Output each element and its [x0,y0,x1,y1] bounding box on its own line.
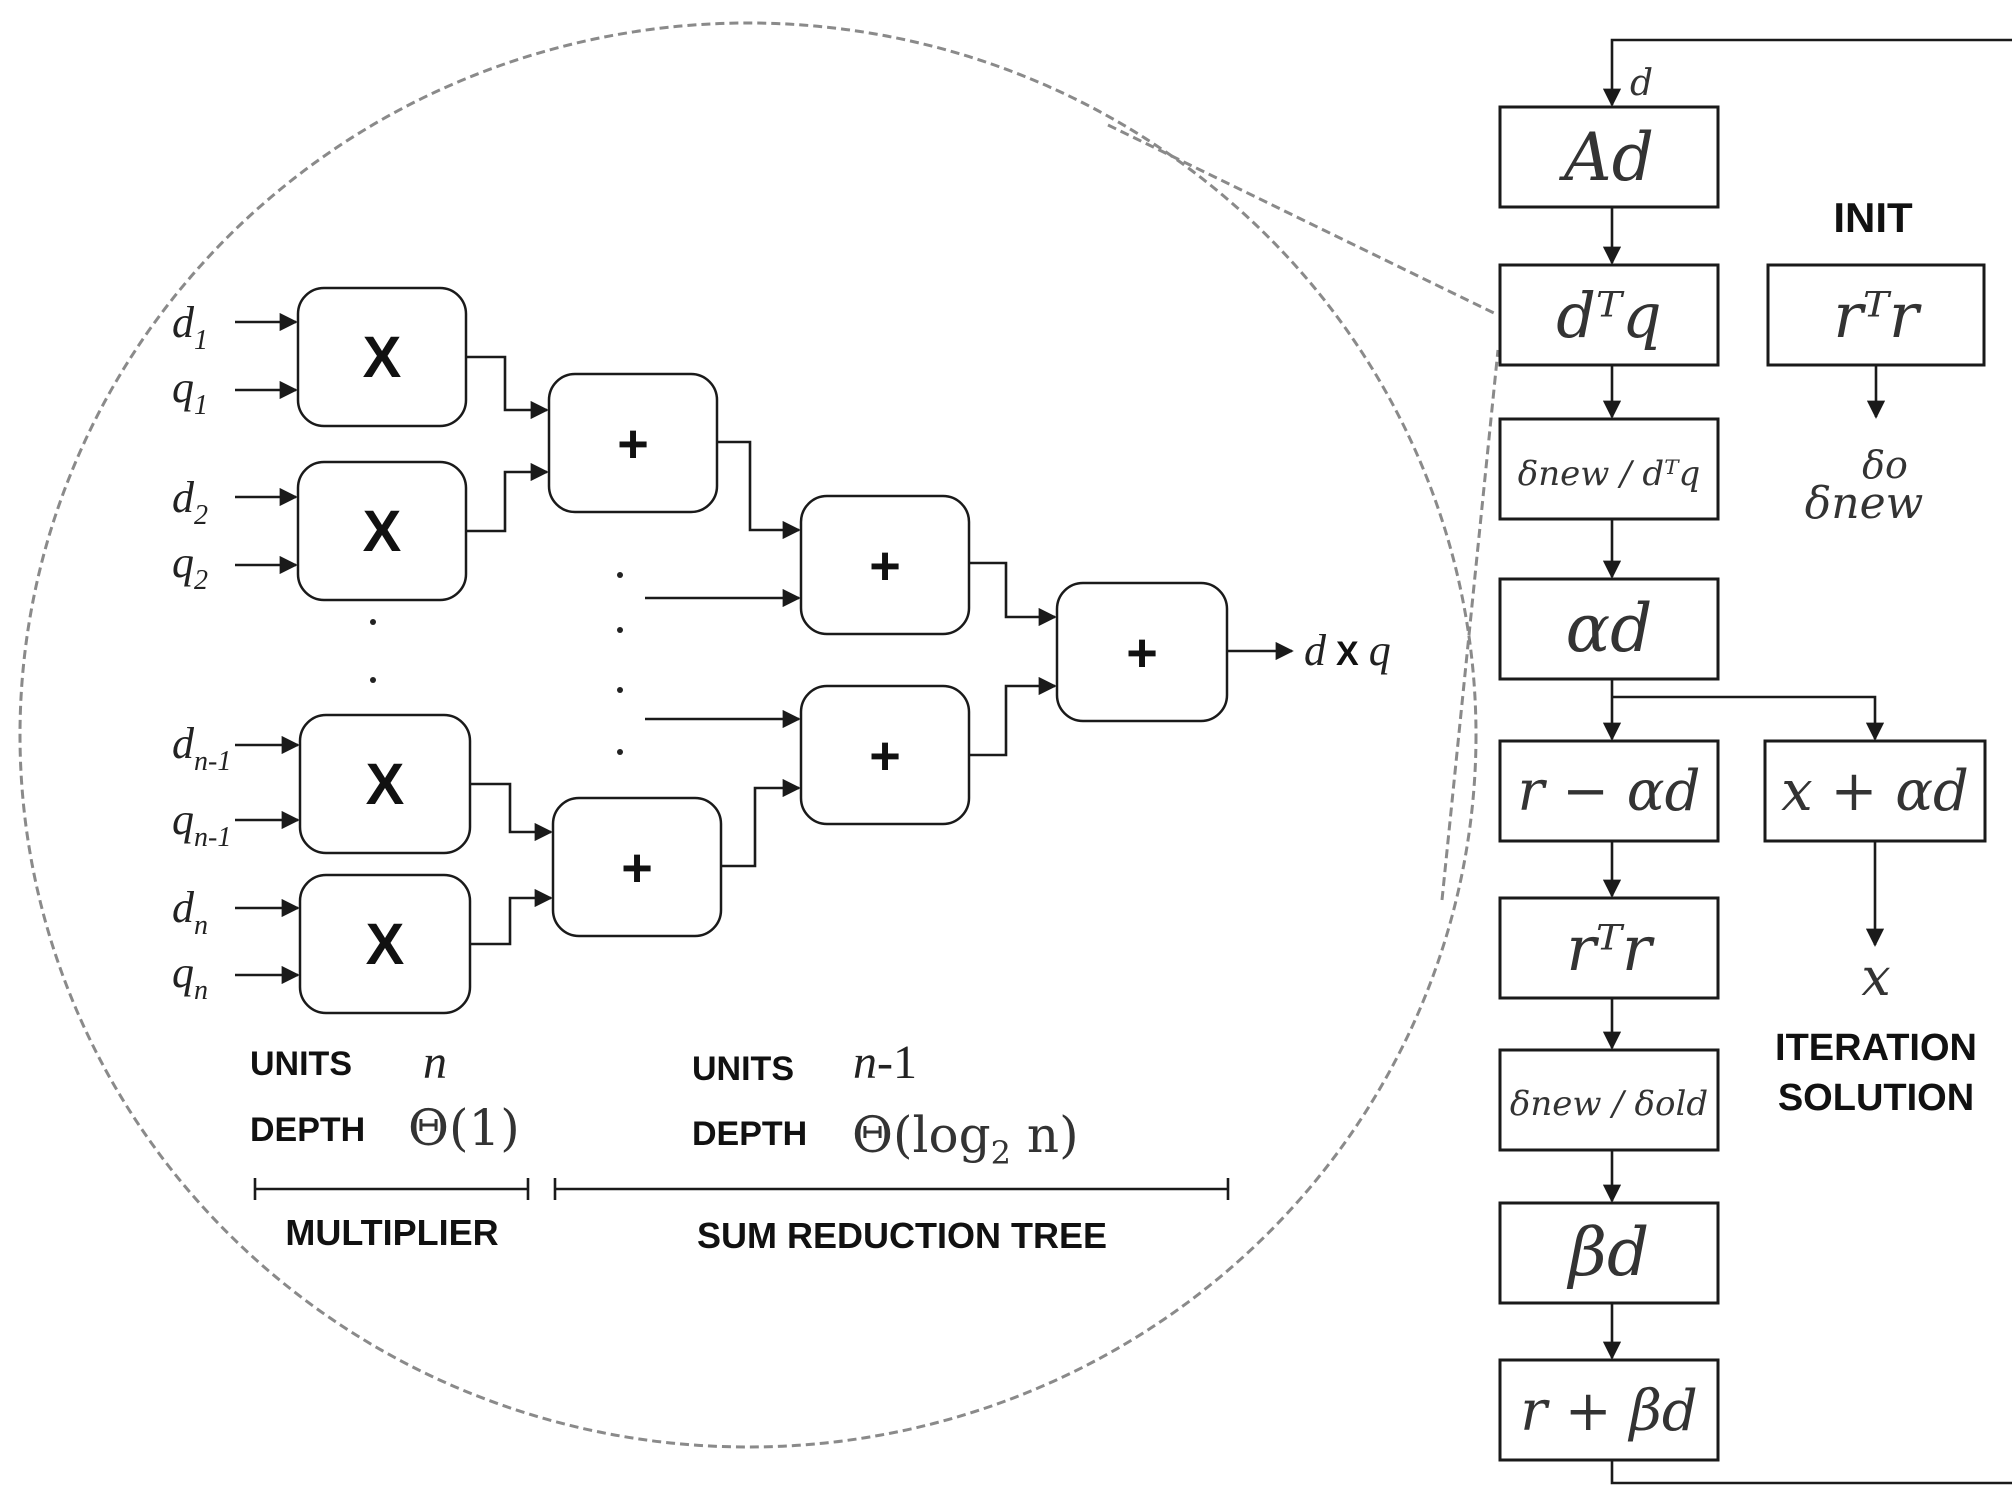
input-label-dn-1: dn-1 [172,719,231,777]
depth-label: DEPTH [250,1111,365,1149]
multiplier-symbol: X [366,752,405,817]
init-delta-new: δnew [1805,478,1924,529]
depth-value: Θ(1) [408,1099,520,1157]
depth-label: DEPTH [692,1115,807,1153]
multiplier-stats: UNITS n DEPTH Θ(1) [250,1036,520,1157]
step-beta-d: βd [1566,1214,1649,1291]
multiplier-units: X X X X [296,286,472,1015]
init-delta-o: δo [1862,443,1908,487]
input-label-d1: d1 [172,298,208,356]
step-rtr: rᵀr [1566,912,1655,985]
step-box-r-plus-beta-d [1498,1358,1720,1462]
zoom-connector-top [1107,123,1499,317]
zoom-circle [18,21,1478,1449]
solution-update-box [1763,739,1987,843]
feedback-loop-top [1602,38,2012,107]
sum-tree-caption: SUM REDUCTION TREE [697,1215,1107,1256]
input-label-qn-1: qn-1 [172,795,231,853]
step-x-plus-alpha-d: x + αd [1781,759,1969,824]
input-label-q2: q2 [172,538,208,596]
mult-to-adder-wires [466,355,553,946]
step-alpha-d: αd [1566,590,1653,667]
step-alpha-ratio: δnew / dᵀq [1518,454,1700,494]
step-beta-ratio: δnew / δold [1510,1084,1708,1124]
units-value: n [423,1036,447,1089]
init-title: INIT [1833,194,1913,241]
multiplier-symbol: X [363,325,402,390]
tree-ellipsis [617,572,623,755]
multiplier-symbol: X [366,912,405,977]
step-box-beta-ratio [1498,1048,1720,1152]
tree-wires [645,440,1294,868]
step-box-beta-d [1498,1201,1720,1305]
input-arrows [235,312,300,985]
adder-symbol: + [617,414,649,474]
main-flow-arrows [1602,207,1885,1360]
adder-symbol: + [1126,623,1158,683]
step-dtq: dᵀq [1556,279,1661,352]
solution-x: x [1861,948,1890,1008]
step-r-plus-beta-d: r + βd [1520,1379,1698,1444]
solution-caption-line2: SOLUTION [1778,1077,1974,1119]
tree-stats: UNITS n-1 DEPTH Θ(log2 n) [692,1036,1079,1172]
init-rtr: rᵀr [1833,279,1922,352]
step-r-minus-alpha-d: r − αd [1518,759,1701,824]
stage-brackets [253,1178,1230,1200]
step-box-r-minus-alpha-d [1498,739,1720,843]
units-label: UNITS [250,1045,352,1083]
input-label-q1: q1 [172,363,208,421]
adder-symbol: + [621,838,653,898]
init-box [1766,263,1986,367]
step-box-dtq [1498,263,1720,367]
units-value: n-1 [853,1036,917,1089]
step-box-alpha-d [1498,577,1720,681]
multiplier-symbol: X [363,499,402,564]
depth-value: Θ(log2 n) [852,1106,1079,1172]
adder-symbol: + [869,536,901,596]
input-label-qn: qn [172,948,208,1006]
step-box-rtr [1498,896,1720,1000]
units-label: UNITS [692,1050,794,1088]
dot-product-circuit: d1 q1 d2 q2 dn-1 qn-1 dn qn X X X X [172,286,1391,1256]
zoom-connector-bottom [1440,349,1500,901]
adder-level2-top [799,494,971,636]
step-box-alpha-ratio [1498,417,1720,521]
adder-units: + + + + + [547,372,1229,938]
input-label-d2: d2 [172,473,208,531]
cg-flowchart: d Ad dᵀq δnew / dᵀq αd r − αd rᵀr δn [1498,38,2012,1485]
adder-symbol: + [869,726,901,786]
feedback-label: d [1630,63,1653,104]
multiplier-ellipsis [370,619,376,683]
input-label-dn: dn [172,883,208,941]
multiplier-caption: MULTIPLIER [285,1212,498,1253]
solution-caption-line1: ITERATION [1775,1027,1977,1069]
step-ad: Ad [1558,119,1654,196]
zoom-callout [18,21,1500,1449]
input-labels: d1 q1 d2 q2 dn-1 qn-1 dn qn [172,298,231,1006]
step-box-ad [1498,105,1720,209]
